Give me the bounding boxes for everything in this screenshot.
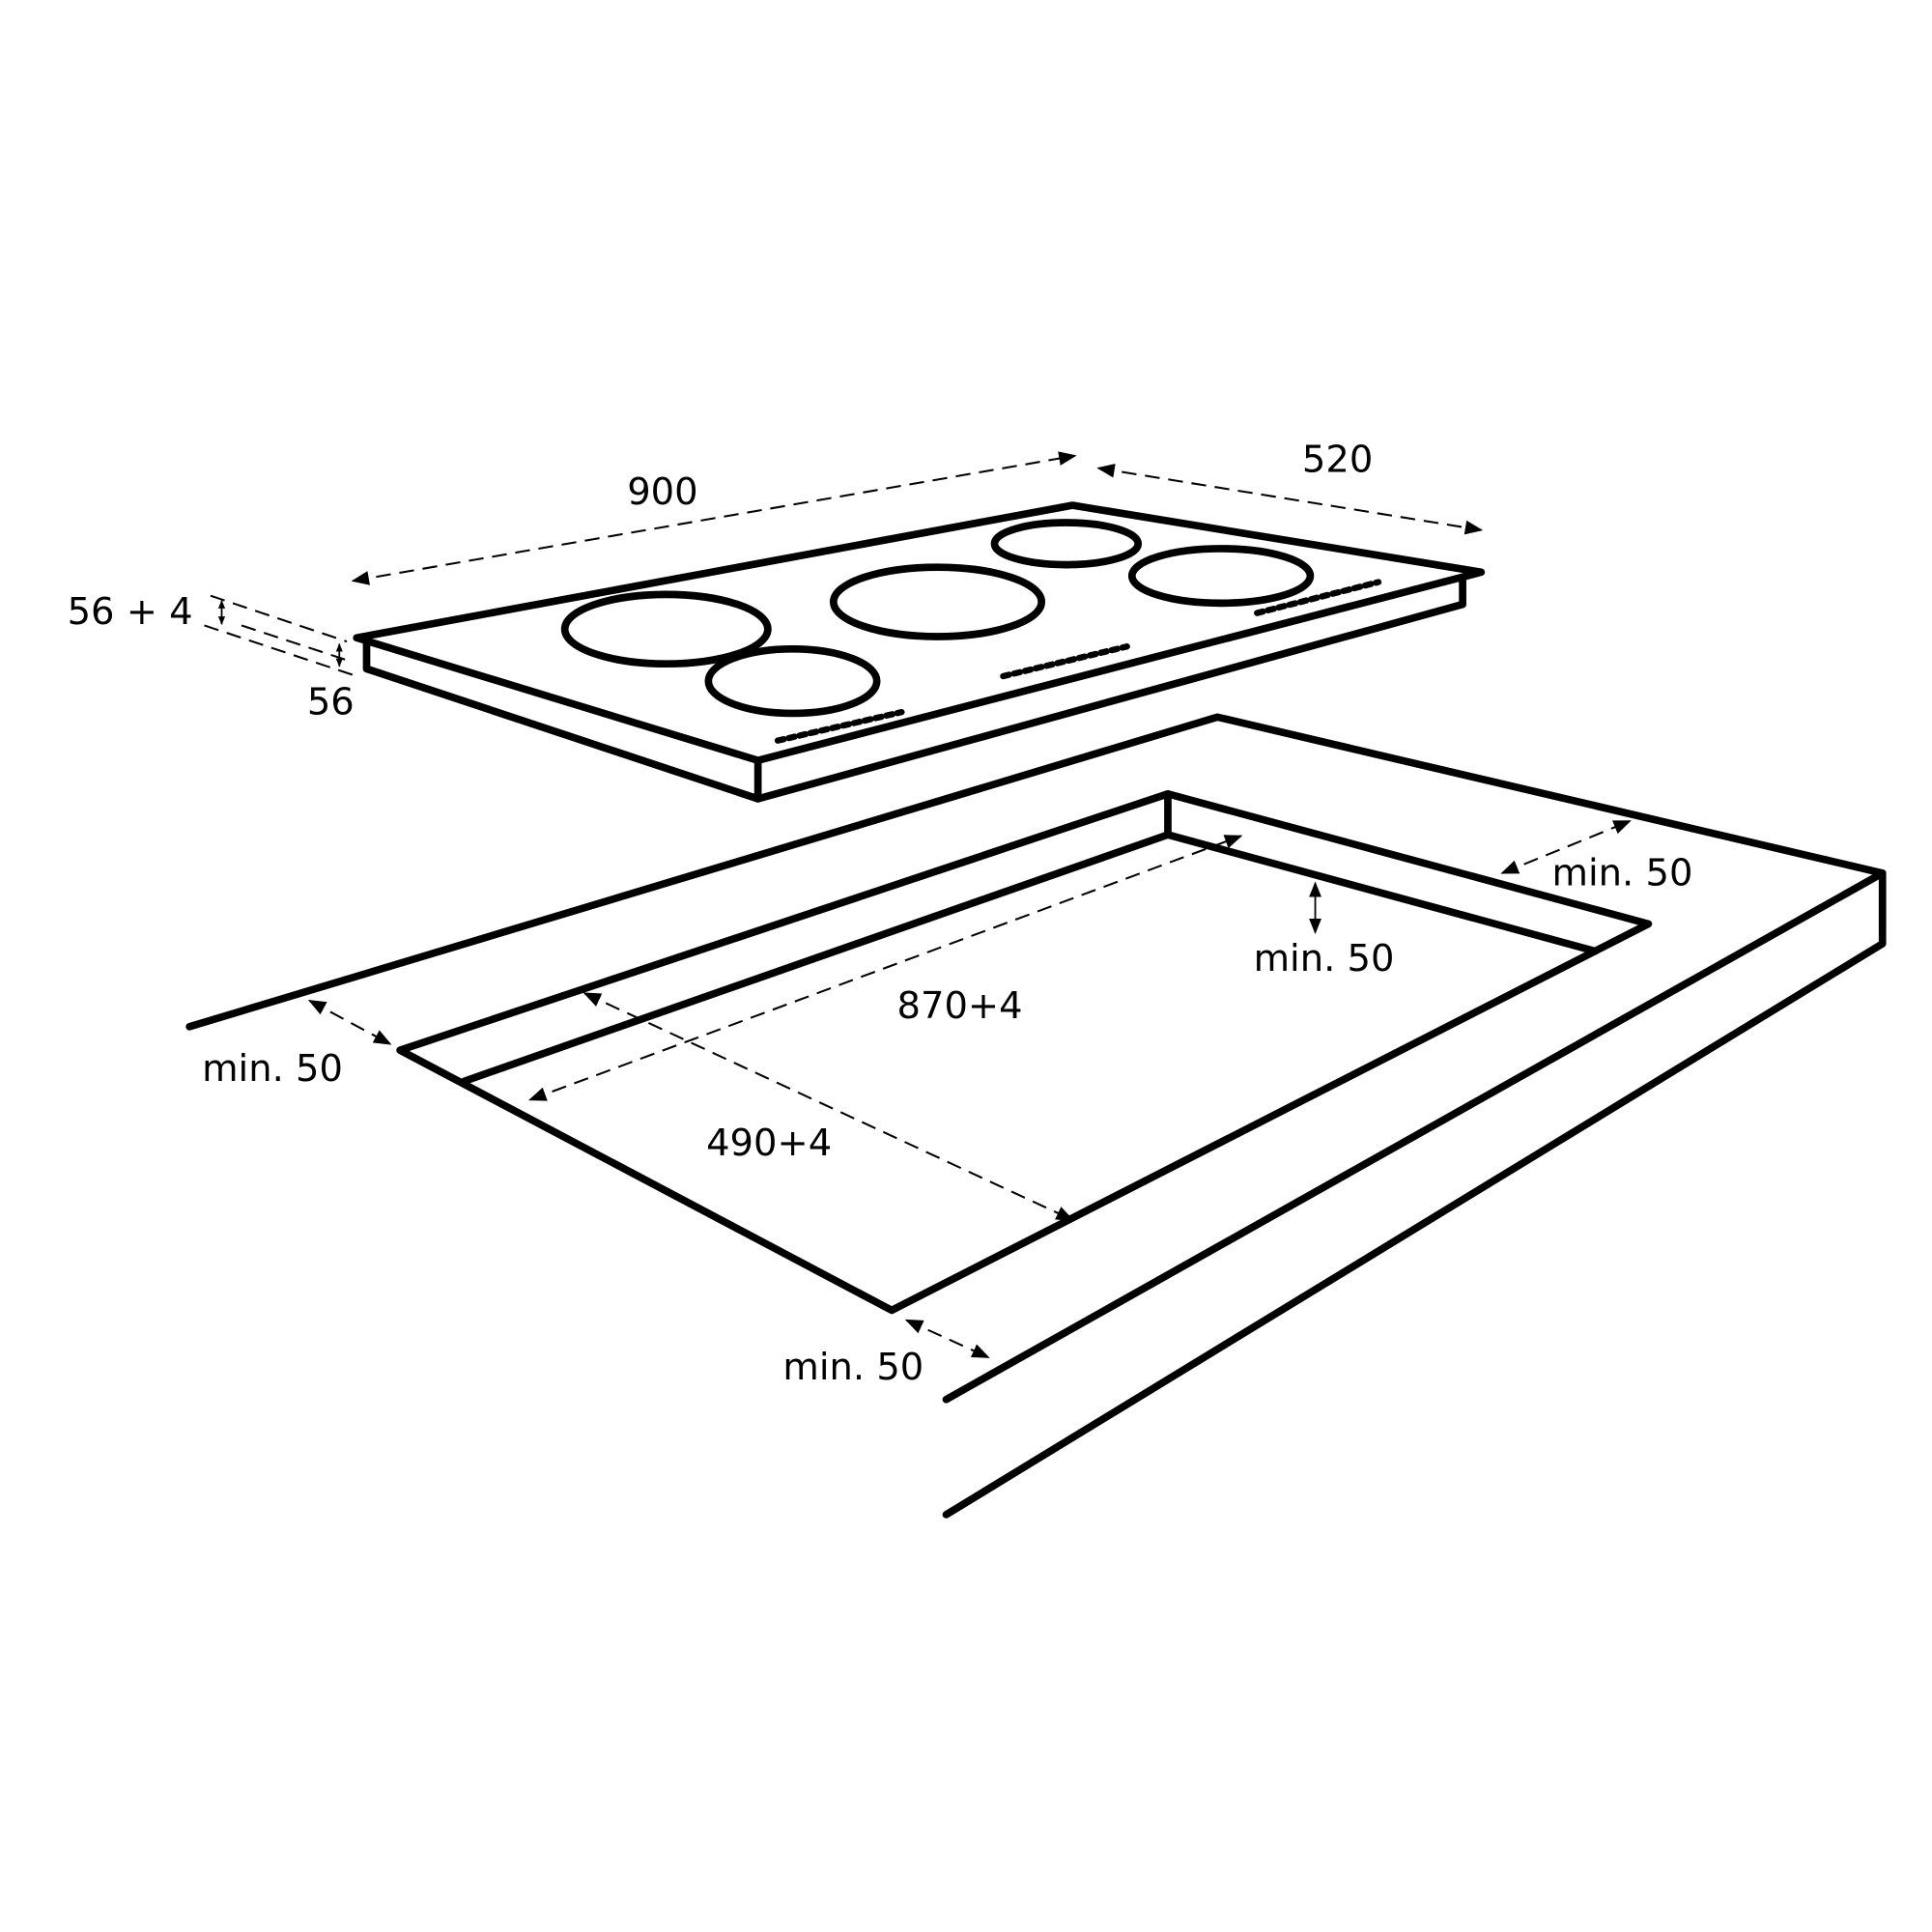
cutout: [396, 789, 1653, 1315]
hob: [353, 501, 1486, 803]
hob-front-right-side: [753, 576, 1466, 803]
cutout-depth-dimension: [582, 992, 1074, 1221]
cooking-zone: [560, 590, 772, 668]
cutout-width-label: 870+4: [897, 984, 1023, 1028]
hob-depth-dimension: [1096, 463, 1484, 535]
cutout-depth-label: 490+4: [706, 1122, 832, 1165]
cooking-zone: [990, 519, 1143, 569]
clearance-left-dimension: [307, 999, 392, 1045]
clearance-front-label: min. 50: [782, 1346, 923, 1389]
thickness-dimension: [204, 594, 354, 676]
control-panel: [774, 708, 905, 744]
cooking-zone: [704, 644, 881, 718]
hob-width-dimension: [351, 451, 1077, 585]
clearance-back-label: min. 50: [1552, 852, 1693, 895]
clearance-depth-label: min. 50: [1254, 937, 1395, 980]
clearance-front-dimension: [904, 1319, 990, 1359]
control-panel: [1000, 643, 1130, 680]
clearance-left-label: min. 50: [202, 1047, 343, 1091]
thickness-label: 56: [307, 681, 355, 724]
hob-depth-label: 520: [1302, 438, 1373, 481]
hob-front-left-side: [362, 638, 762, 803]
cooking-zone: [1127, 545, 1315, 608]
cooking-zone: [829, 563, 1046, 640]
thickness-total-label: 56 + 4: [68, 590, 193, 634]
hob-width-label: 900: [627, 470, 697, 514]
control-panel: [1254, 579, 1382, 616]
